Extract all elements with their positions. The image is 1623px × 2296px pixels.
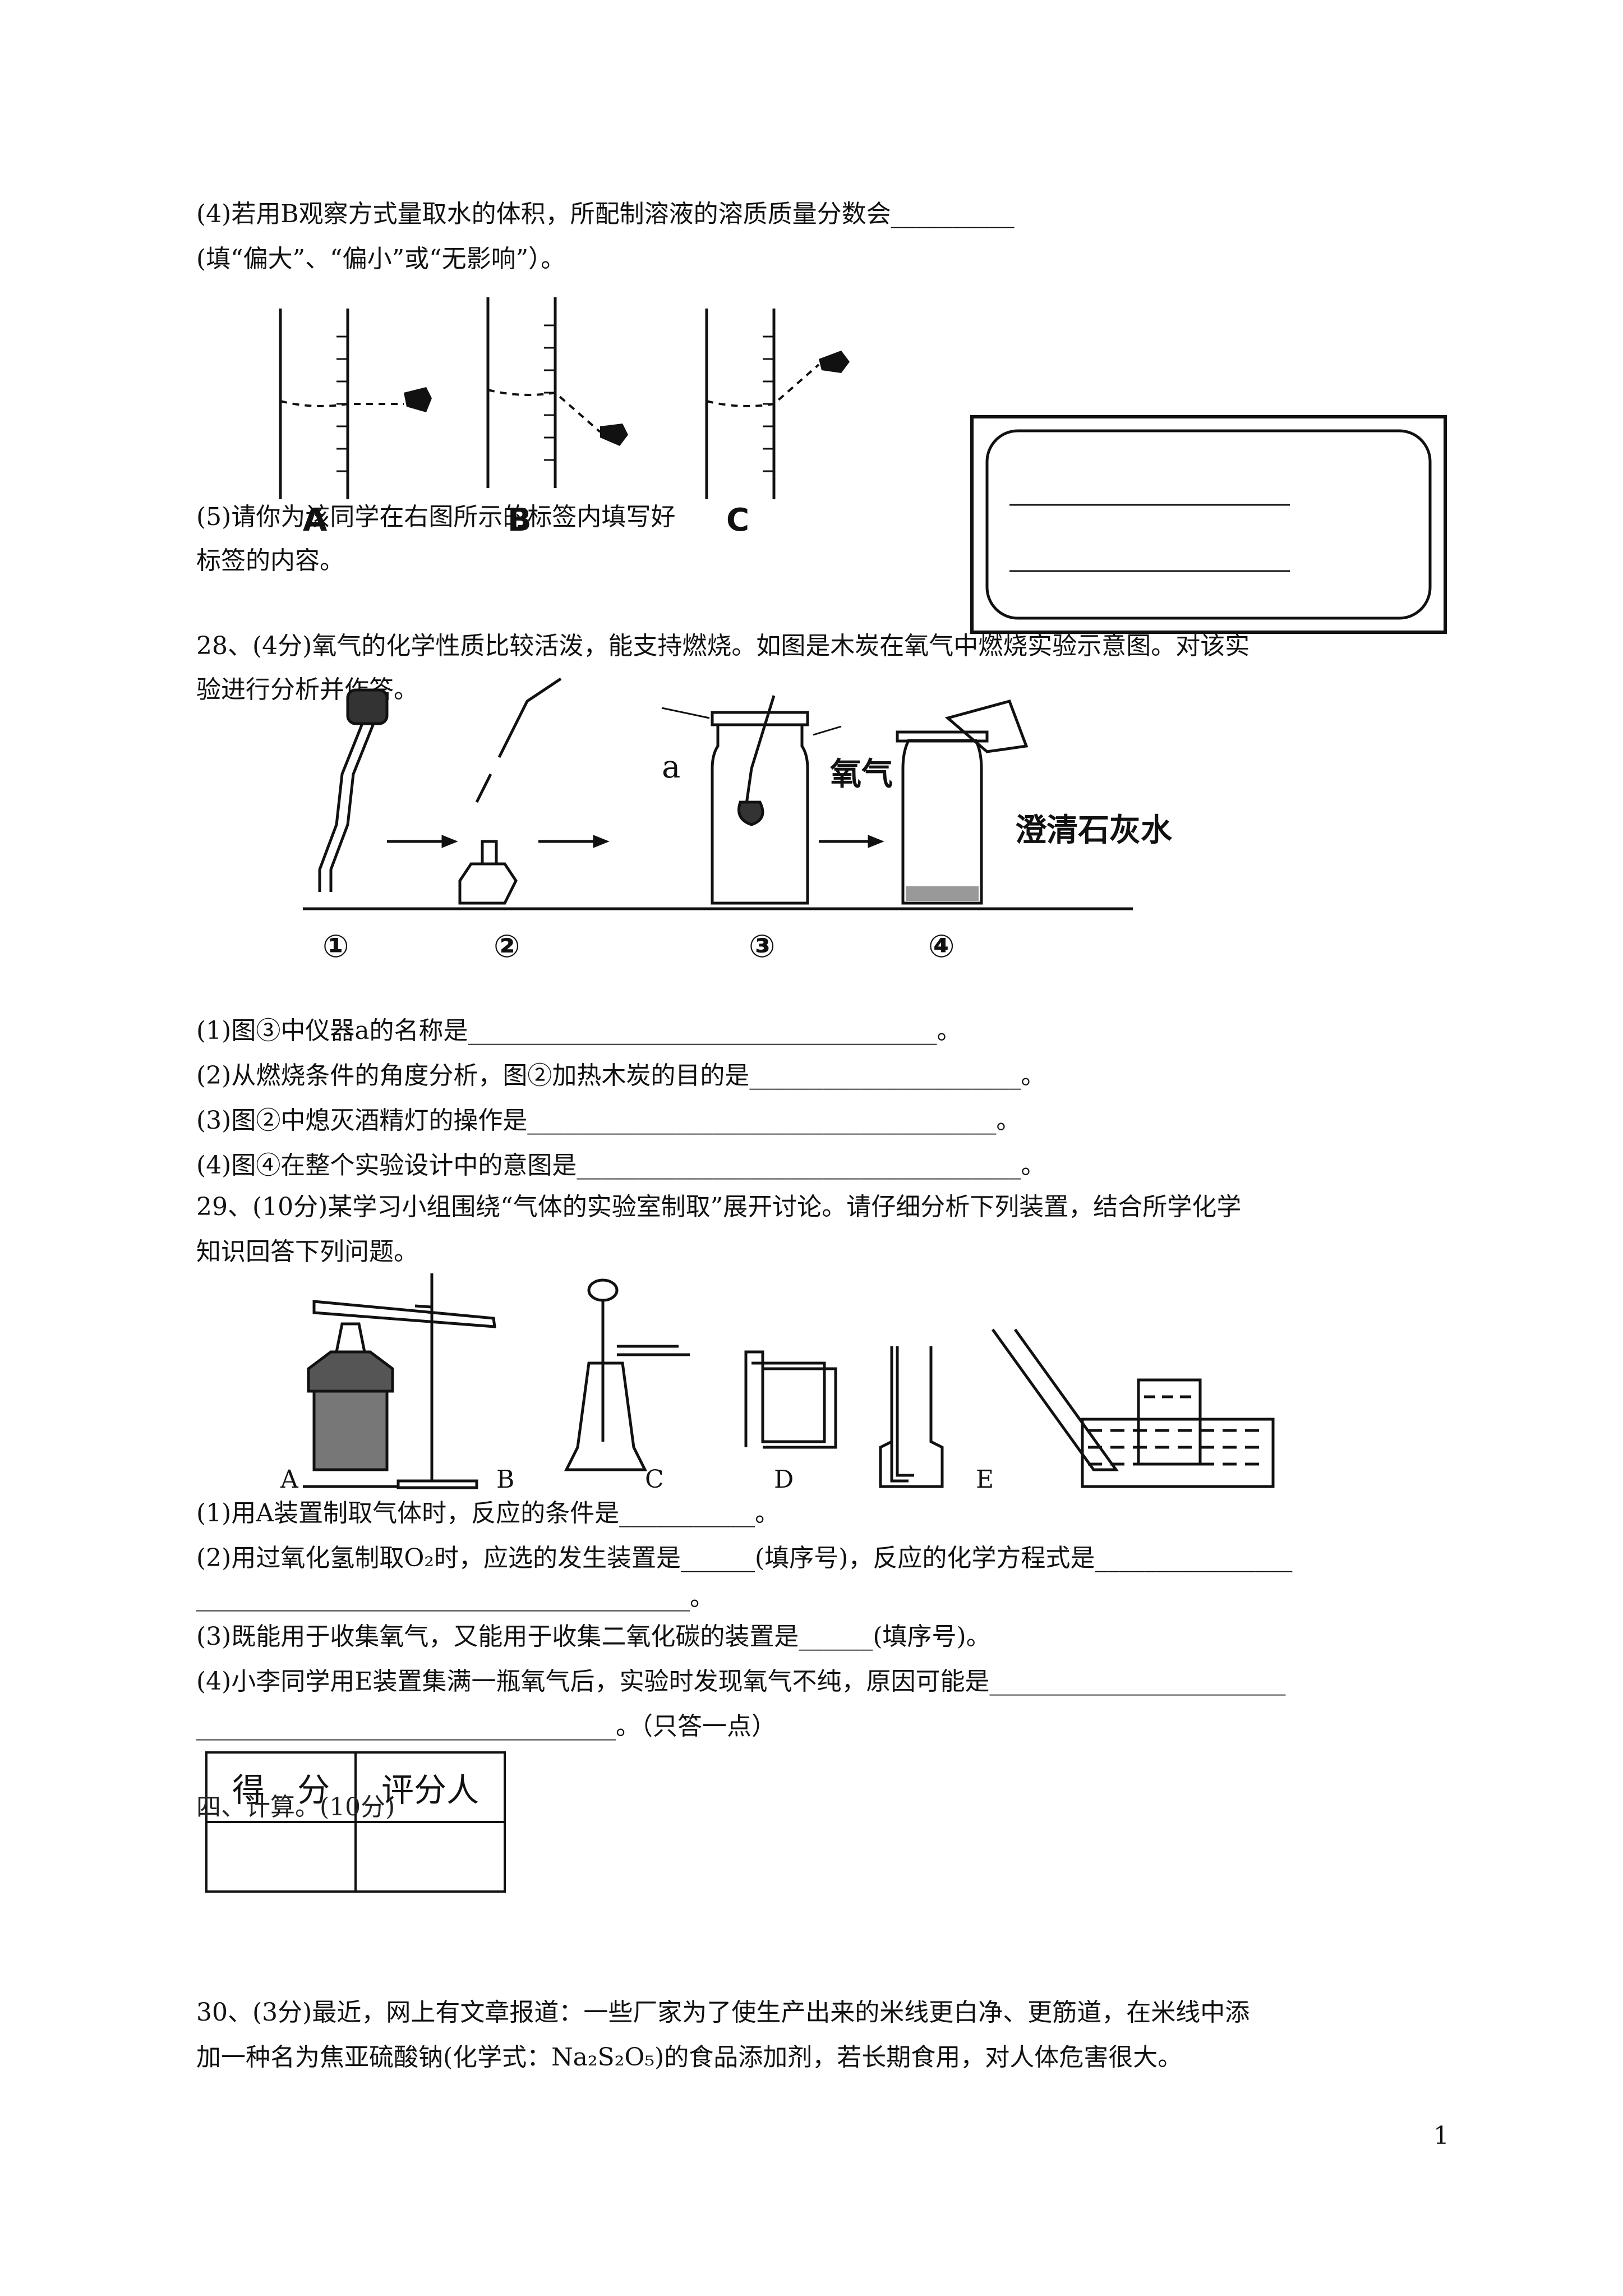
cylinder-label-c: C [726,502,750,539]
q28-question-2: (2)从燃烧条件的角度分析，图②加热木炭的目的是________________… [196,1061,1046,1090]
q27-line5b: 标签的内容。 [196,546,344,575]
score-table: 得 分 评分人 [205,1751,506,1893]
score-header: 得 分 [205,1751,357,1823]
q29-question-4a: (4)小李同学用E装置集满一瓶氧气后，实验时发现氧气不纯，原因可能是______… [196,1667,1286,1696]
q29-question-2b: ________________________________________… [196,1583,714,1612]
q30-line2: 加一种名为焦亚硫酸钠(化学式：Na₂S₂O₅)的食品添加剂，若长期食用，对人体危… [196,2043,1183,2072]
score-cell [205,1821,357,1893]
page-number: 1 [1433,2122,1449,2150]
label-card-figure [970,415,1447,634]
graduated-cylinders-figure [279,297,850,499]
fig28-label-oxygen: 氧气 [830,756,893,793]
charcoal-combustion-figure [303,677,1133,910]
cylinder-label-b: B [508,502,532,539]
apparatus-label-b: B [496,1465,515,1494]
section-4-heading: 四、计算。(10分) [196,1793,395,1821]
gas-apparatus-figure [303,1273,1275,1489]
fig28-step-1: ① [322,928,349,965]
q27-line4b: (填“偏大”、“偏小”或“无影响”）。 [196,245,566,273]
apparatus-label-e: E [976,1465,994,1494]
q27-line5a: (5)请你为该同学在右图所示的标签内填写好 [196,503,676,531]
q28-question-4: (4)图④在整个实验设计中的意图是_______________________… [196,1151,1046,1180]
q28-question-3: (3)图②中熄灭酒精灯的操作是_________________________… [196,1106,1021,1135]
fig28-step-4: ④ [928,928,955,965]
apparatus-label-c: C [645,1465,664,1494]
q29-question-3: (3)既能用于收集氧气，又能用于收集二氧化碳的装置是______(填序号)。 [196,1622,991,1651]
q27-line4a: (4)若用B观察方式量取水的体积，所配制溶液的溶质质量分数会__________ [196,200,1015,228]
grader-cell [354,1821,506,1893]
fig28-label-a: a [662,749,681,785]
q29-intro-line2: 知识回答下列问题。 [196,1237,418,1266]
fig28-label-limewater: 澄清石灰水 [1015,812,1172,849]
q29-question-4b: __________________________________。（只答一点… [196,1712,776,1741]
apparatus-label-a: A [280,1465,298,1494]
cylinder-label-a: A [303,502,328,539]
q28-intro-line1: 28、(4分)氧气的化学性质比较活泼，能支持燃烧。如图是木炭在氧气中燃烧实验示意… [196,632,1250,660]
q29-intro-line1: 29、(10分)某学习小组围绕“气体的实验室制取”展开讨论。请仔细分析下列装置，… [196,1193,1242,1221]
q29-question-1: (1)用A装置制取气体时，反应的条件是___________。 [196,1499,780,1527]
apparatus-label-d: D [774,1465,794,1494]
grader-header: 评分人 [354,1751,506,1823]
fig28-step-3: ③ [749,928,776,965]
fig28-step-2: ② [494,928,520,965]
q28-question-1: (1)图③中仪器a的名称是___________________________… [196,1016,962,1045]
q29-question-2a: (2)用过氧化氢制取O₂时，应选的发生装置是______(填序号)，反应的化学方… [196,1544,1293,1572]
q30-line1: 30、(3分)最近，网上有文章报道：一些厂家为了使生产出来的米线更白净、更筋道，… [196,1998,1250,2027]
